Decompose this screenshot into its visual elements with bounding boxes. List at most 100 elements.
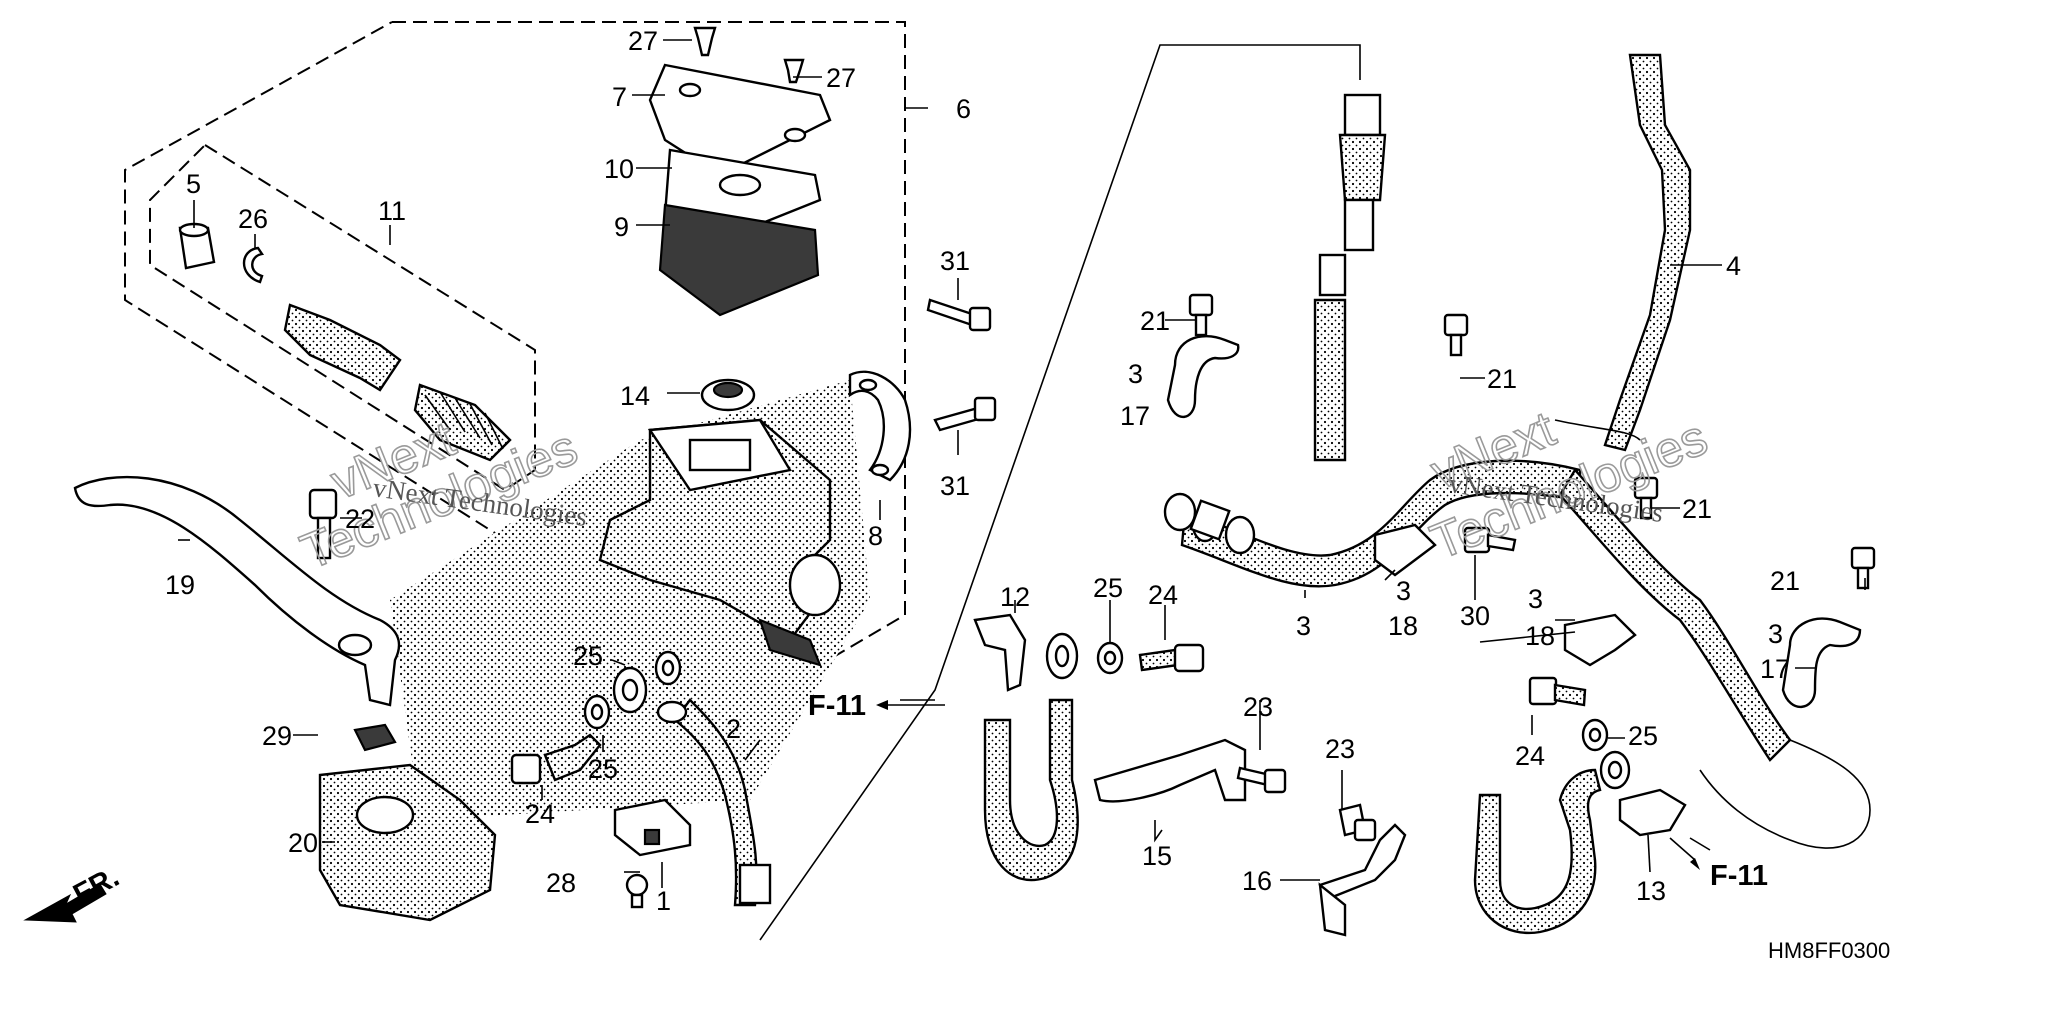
banjo-bolt-center (1138, 643, 1205, 673)
callout-21c: 21 (1682, 494, 1712, 524)
hose-clamp-center (973, 613, 1027, 692)
callout-29: 29 (262, 721, 292, 751)
callout-24b: 24 (1148, 580, 1178, 610)
callout-16: 16 (1242, 866, 1272, 896)
nut (353, 723, 397, 752)
leader-lines (178, 39, 1866, 888)
brake-hose-upper (656, 698, 772, 907)
callout-10: 10 (604, 154, 634, 184)
sealing-washer-center (1096, 641, 1124, 675)
brake-hose-right-lower (1558, 467, 1871, 849)
hose-clamp-lower-right (1563, 613, 1637, 667)
callout-31b: 31 (940, 471, 970, 501)
callout-23a: 23 (1243, 692, 1273, 722)
callout-8: 8 (868, 521, 883, 551)
hose-joint-left (1163, 492, 1231, 541)
spring (413, 383, 512, 462)
bracket-lower (1318, 823, 1407, 937)
callout-24a: 24 (525, 799, 555, 829)
callout-31a: 31 (940, 246, 970, 276)
callout-30: 30 (1460, 601, 1490, 631)
brake-lever (73, 475, 401, 707)
banjo-bolt-left (510, 733, 602, 785)
callout-7: 7 (612, 82, 627, 112)
ref-label-right: F-11 (1710, 860, 1768, 892)
callout-17b: 17 (1760, 654, 1790, 684)
banjo-fitting-left (612, 666, 648, 714)
callout-11: 11 (378, 196, 406, 226)
brake-hose-center-left (983, 632, 1079, 882)
callout-3a: 3 (1128, 359, 1143, 389)
callout-25c: 25 (1093, 573, 1123, 603)
bracket-center (1093, 738, 1247, 803)
cap-screw-right (783, 58, 805, 84)
reservoir-cover-boot (700, 378, 756, 412)
callout-22: 22 (345, 504, 375, 534)
callout-12: 12 (1000, 582, 1030, 612)
clamp-bolt-b (1443, 313, 1469, 357)
clamp-bolt-a (1188, 293, 1214, 337)
callout-19: 19 (165, 570, 195, 600)
bracket-bolt-upper (1236, 766, 1287, 794)
callout-20: 20 (288, 828, 318, 858)
callout-6: 6 (956, 94, 971, 124)
callout-25a: 25 (573, 641, 603, 671)
ref-arrow-right (1669, 837, 1700, 870)
sealing-washer-left-lower (583, 694, 611, 730)
callout-14: 14 (620, 381, 650, 411)
callout-21d: 21 (1770, 566, 1800, 596)
switch-screw (625, 873, 649, 909)
callout-24c: 24 (1515, 741, 1545, 771)
callout-3b: 3 (1296, 611, 1311, 641)
callout-3d: 3 (1528, 584, 1543, 614)
brake-hose-right-upper (1554, 53, 1692, 452)
callout-27a: 27 (628, 26, 658, 56)
circlip (242, 246, 265, 284)
holder-bolt-upper (926, 298, 992, 332)
hose-group-frame (759, 44, 1361, 941)
hose-clamp-center-right (1373, 523, 1437, 577)
clamp-bolt-d (1850, 546, 1876, 590)
ref-label-left: F-11 (808, 690, 866, 722)
callout-3c: 3 (1396, 576, 1411, 606)
diagram-code: HM8FF0300 (1768, 938, 1890, 963)
hose-clamp-upper-left (1166, 335, 1240, 419)
master-cylinder-body (598, 418, 842, 667)
master-cylinder-holder (848, 370, 912, 482)
callout-labels: 27 27 7 6 10 9 5 26 11 14 31 31 8 22 19 … (165, 26, 1890, 963)
brake-hose-right-banjo (1473, 750, 1631, 935)
ref-arrow-left (876, 700, 945, 710)
callout-17a: 17 (1120, 401, 1150, 431)
callout-15: 15 (1142, 841, 1172, 871)
callout-25b: 25 (588, 754, 618, 784)
callout-9: 9 (614, 212, 629, 242)
boot (178, 222, 216, 270)
master-cylinder-assembly-frame (124, 21, 906, 702)
callout-3e: 3 (1768, 619, 1783, 649)
hose-bolt (1463, 526, 1517, 554)
callout-25d: 25 (1628, 721, 1658, 751)
holder-bolt-lower (933, 396, 997, 432)
callout-27b: 27 (826, 63, 856, 93)
bracket-bolt-lower (1338, 803, 1377, 842)
front-arrow-icon: FR. (23, 861, 125, 923)
pivot-bolt (308, 488, 338, 560)
callout-4: 4 (1726, 251, 1741, 281)
diaphragm (658, 203, 820, 317)
callout-21a: 21 (1140, 306, 1170, 336)
hose-clamp-upper-right (1781, 617, 1862, 709)
cap-screw-left (693, 26, 717, 57)
lever-cover (318, 763, 497, 922)
callout-2: 2 (726, 714, 741, 744)
callout-13: 13 (1636, 876, 1666, 906)
piston-set-frame (149, 144, 536, 492)
callout-5: 5 (186, 169, 201, 199)
brake-hose-vertical (1313, 93, 1387, 462)
hose-clamp-13 (1618, 788, 1687, 837)
callout-21b: 21 (1487, 364, 1517, 394)
banjo-bolt-right (1528, 676, 1587, 707)
sealing-washer-left-upper (654, 650, 682, 686)
callout-28: 28 (546, 868, 576, 898)
callout-1: 1 (656, 886, 671, 916)
callout-18a: 18 (1388, 611, 1418, 641)
